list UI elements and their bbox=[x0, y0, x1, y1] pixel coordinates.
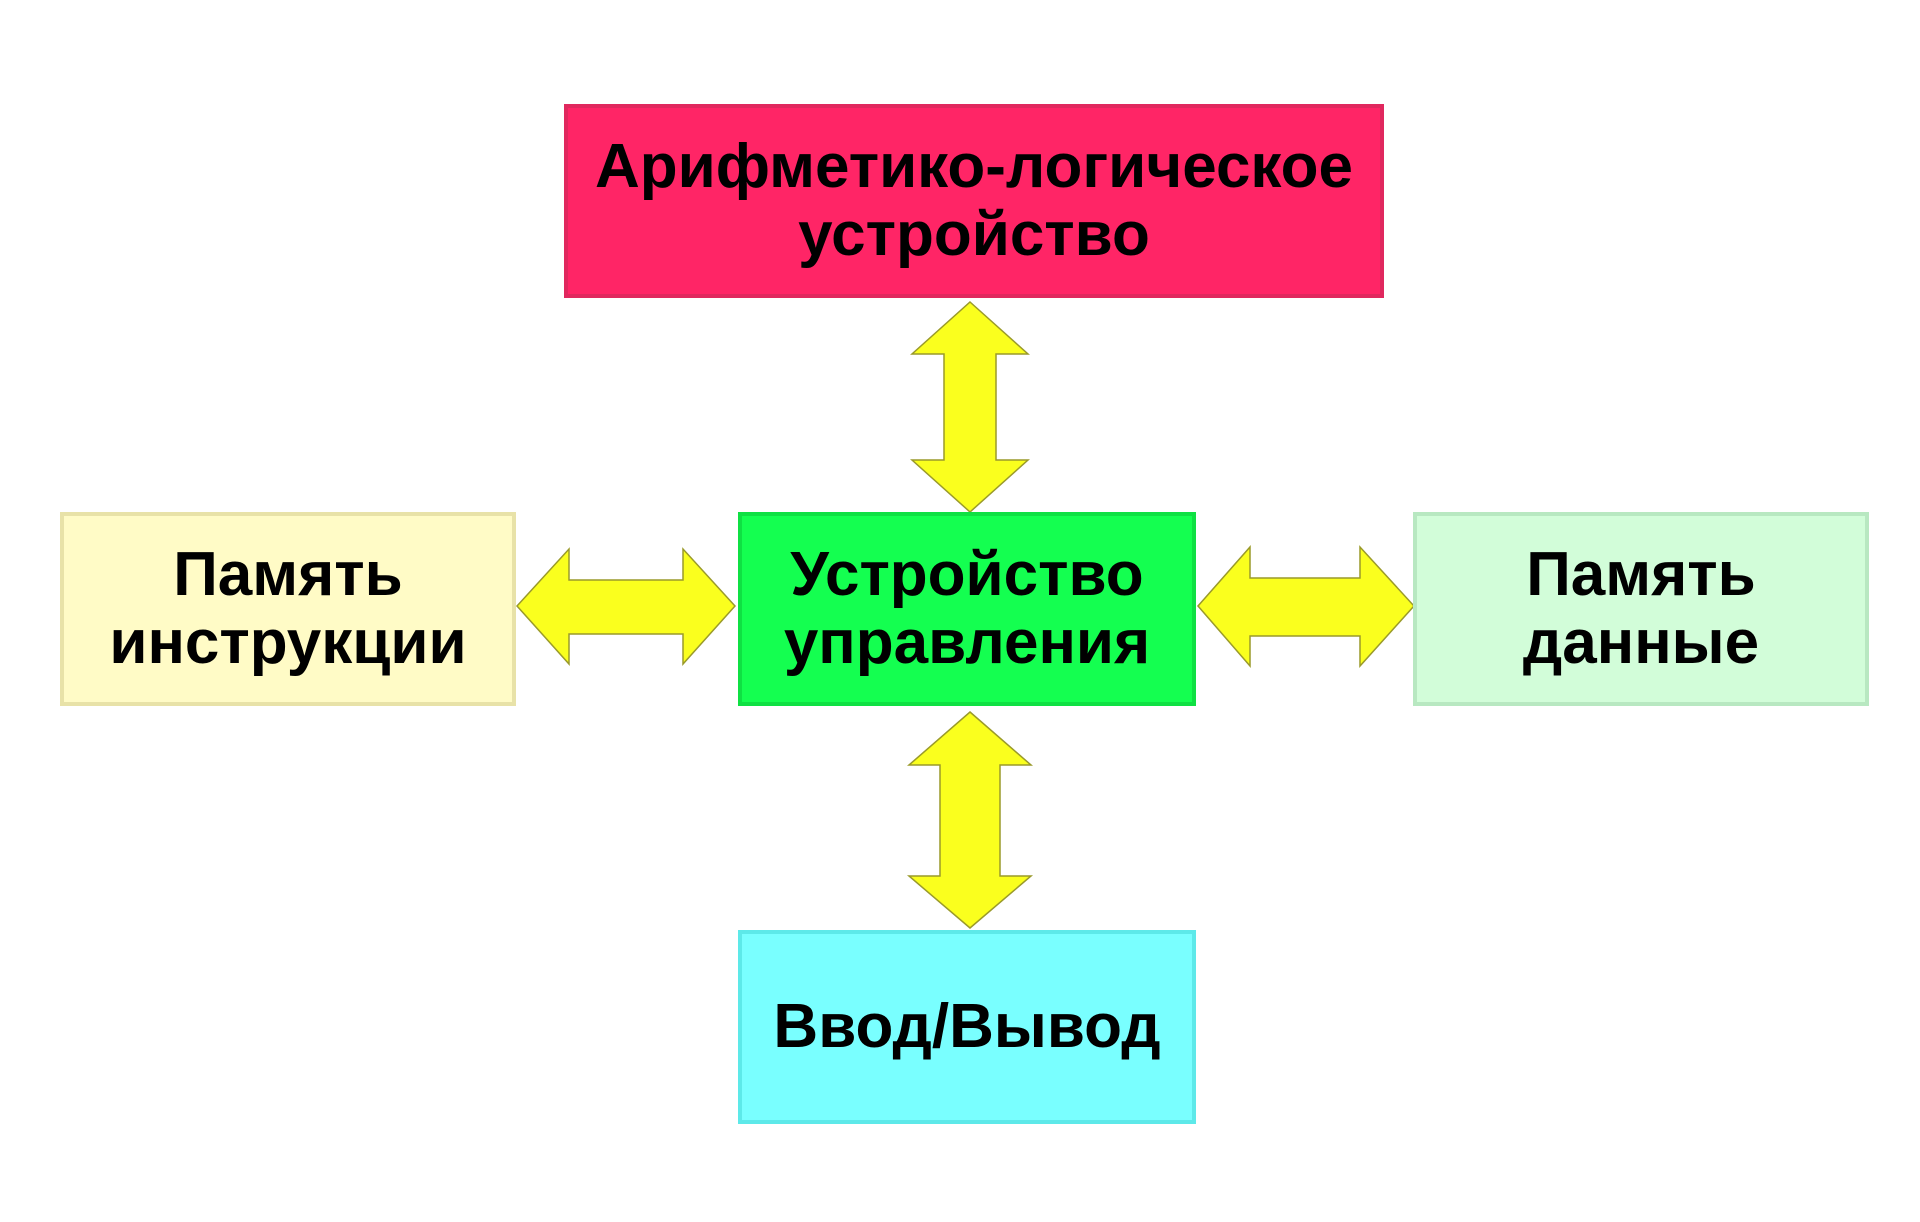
instruction-memory-box: Память инструкции bbox=[60, 512, 516, 706]
data-memory-box: Память данные bbox=[1413, 512, 1869, 706]
input-output-box: Ввод/Вывод bbox=[738, 930, 1196, 1124]
alu-label: Арифметико-логическое устройство bbox=[594, 132, 1354, 269]
arrow-instr-memory-control bbox=[515, 547, 737, 666]
alu-box: Арифметико-логическое устройство bbox=[564, 104, 1384, 298]
arrow-control-data-memory bbox=[1197, 545, 1416, 669]
arrow-control-io bbox=[906, 711, 1034, 929]
instruction-memory-label: Память инструкции bbox=[109, 540, 467, 677]
arrow-alu-control bbox=[910, 300, 1030, 514]
input-output-label: Ввод/Вывод bbox=[773, 992, 1161, 1061]
control-unit-label: Устройство управления bbox=[783, 540, 1151, 677]
data-memory-label: Память данные bbox=[1522, 540, 1760, 677]
control-unit-box: Устройство управления bbox=[738, 512, 1196, 706]
